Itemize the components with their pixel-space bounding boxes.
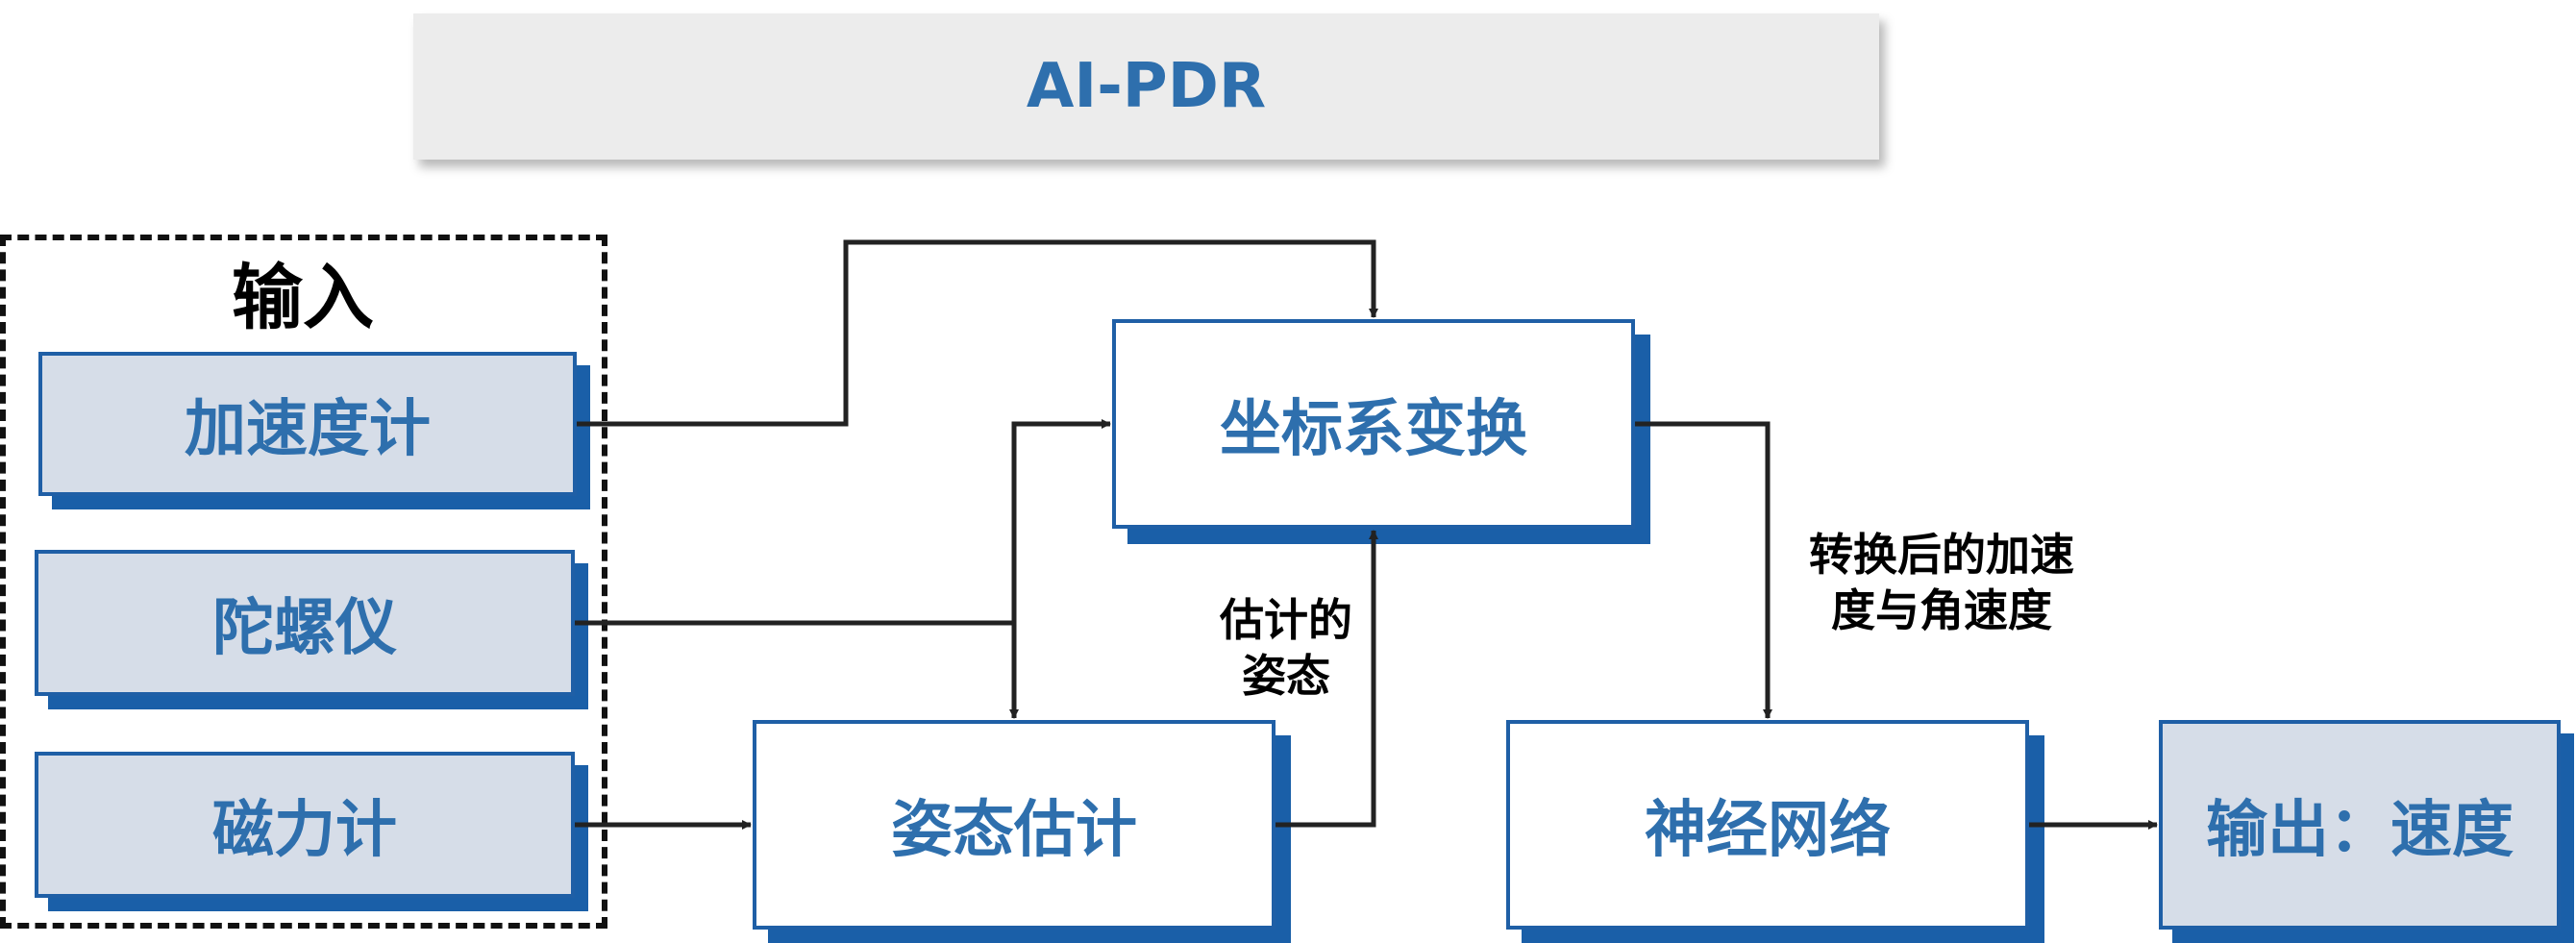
output-node: 输出：速度 [2159, 720, 2561, 930]
edge-label-estimated-attitude-line2: 姿态 [1242, 650, 1330, 702]
edge-attitude-to-coord-transform [1276, 530, 1378, 828]
diagram-title: AI-PDR [413, 13, 1879, 160]
edge-label-transformed-signals: 转换后的加速 度与角速度 [1769, 527, 2115, 638]
gyroscope-node: 陀螺仪 [35, 550, 575, 696]
magnetometer-node: 磁力计 [35, 752, 575, 898]
edge-coord-transform-to-neural-network [1635, 421, 1772, 719]
coord-transform-node: 坐标系变换 [1112, 319, 1635, 529]
edge-accelerometer-to-coord-transform [577, 239, 1378, 427]
edge-label-estimated-attitude-line1: 估计的 [1220, 594, 1352, 646]
accelerometer-node: 加速度计 [38, 352, 577, 496]
input-group-frame [0, 235, 607, 929]
input-group-label: 输入 [232, 256, 374, 339]
edge-label-transformed-signals-line1: 转换后的加速 [1809, 529, 2074, 581]
edge-label-transformed-signals-line2: 度与角速度 [1831, 584, 2052, 636]
edge-junction-to-coord-transform [1011, 419, 1111, 623]
attitude-estimation-node: 姿态估计 [753, 720, 1276, 930]
neural-network-node: 神经网络 [1506, 720, 2029, 930]
edge-label-estimated-attitude: 估计的 姿态 [1180, 592, 1392, 704]
